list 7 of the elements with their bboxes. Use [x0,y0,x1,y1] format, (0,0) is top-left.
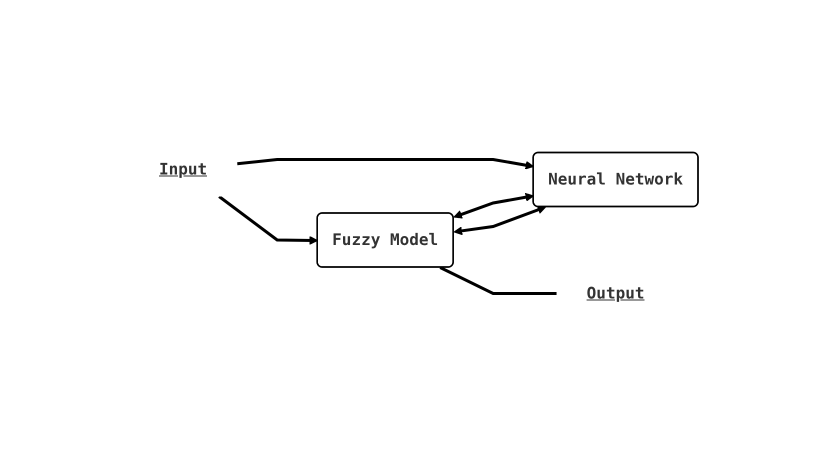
node-text: Output [586,284,644,302]
arrow [454,206,546,236]
arrow [237,158,534,170]
node-text: Input [159,160,208,178]
arrow [218,195,318,245]
connector [440,266,557,295]
arrow [453,192,534,219]
